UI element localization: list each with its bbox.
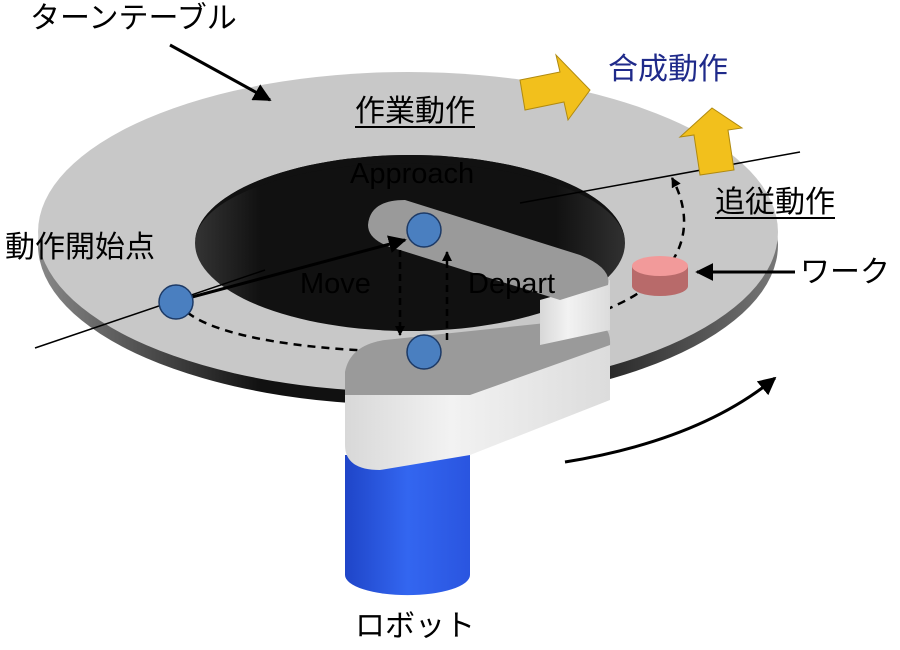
robot: [345, 200, 611, 596]
depart-label: Depart: [468, 268, 556, 300]
combined-motion-label: 合成動作: [608, 52, 728, 87]
combined-motion-arrow-icon: [519, 53, 591, 122]
work-point-marker: [406, 334, 442, 370]
tracking-axis-line: [519, 151, 801, 204]
robot-label: ロボット: [355, 609, 475, 644]
move-label: Move: [300, 268, 371, 300]
robot-base: [345, 455, 470, 596]
tracking-motion-label: 追従動作: [715, 185, 835, 220]
start-point-marker: [158, 284, 194, 320]
workpiece-label: ワーク: [800, 255, 890, 290]
approach-point-marker: [406, 212, 442, 248]
rotation-arrow: [564, 376, 777, 464]
start-axis-line: [34, 269, 266, 349]
start-point-label: 動作開始点: [5, 230, 155, 265]
workpiece: [632, 256, 688, 296]
turntable-label: ターンテーブル: [30, 1, 237, 36]
move-arrow: [191, 235, 407, 299]
tracking-motion-arrow-icon: [678, 107, 744, 176]
approach-label: Approach: [350, 158, 475, 190]
work-motion-label: 作業動作: [355, 94, 475, 129]
turntable-pointer-arrow: [169, 43, 272, 102]
